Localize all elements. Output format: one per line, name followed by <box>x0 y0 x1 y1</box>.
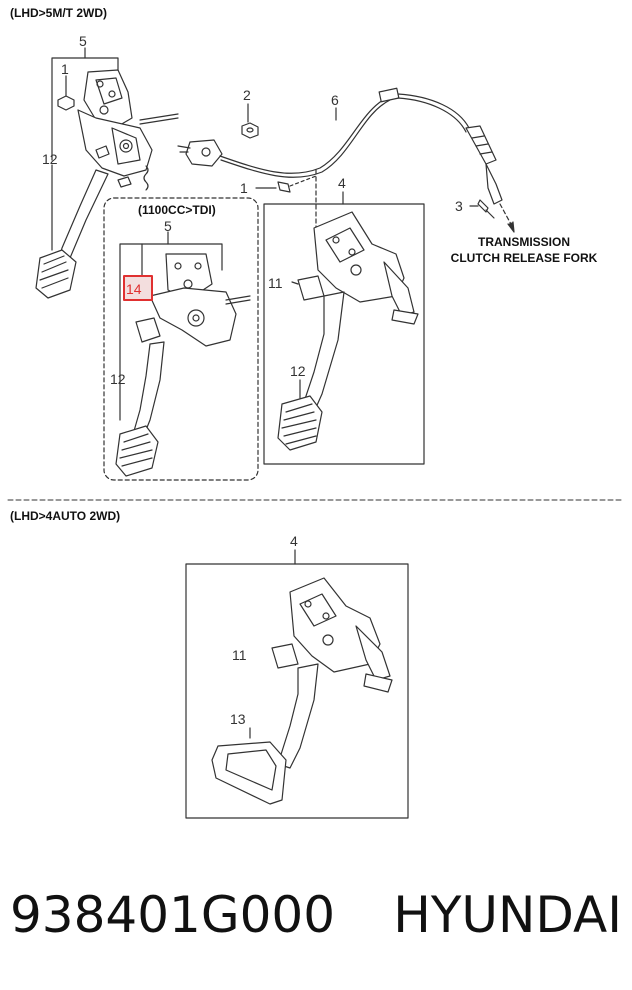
label-bracket-switch: 11 <box>268 275 283 291</box>
label-bracket-bolt: 1 <box>240 180 248 196</box>
label-pedal-assembly: 4 <box>338 175 346 191</box>
inset-box <box>103 197 259 481</box>
label-inset-assembly: 5 <box>164 218 172 234</box>
label-cable: 6 <box>331 92 339 108</box>
transmission-note-line1: TRANSMISSION <box>478 235 570 249</box>
bracket-pedal-box <box>263 203 425 465</box>
manual-bolt[interactable] <box>57 75 75 111</box>
bracket-pedal-assembly[interactable] <box>277 191 419 451</box>
highlight-box <box>123 275 153 301</box>
inset-section-header: (1100CC>TDI) <box>138 203 216 217</box>
label-auto-assembly: 4 <box>290 533 298 549</box>
label-nut: 2 <box>243 87 251 103</box>
label-manual-pedal: 12 <box>42 151 58 167</box>
auto-pedal-box <box>185 563 409 819</box>
label-bracket-pedal: 12 <box>290 363 306 379</box>
label-auto-switch: 11 <box>232 647 247 663</box>
label-pin: 3 <box>455 198 463 214</box>
manual-clutch-pedal-assembly[interactable] <box>35 47 179 299</box>
auto-section-header: (LHD>4AUTO 2WD) <box>10 509 120 523</box>
bracket-bolt[interactable] <box>255 175 317 193</box>
label-manual-assembly: 5 <box>79 33 87 49</box>
label-manual-bolt: 1 <box>61 61 69 77</box>
auto-brake-pedal-assembly[interactable] <box>211 549 393 805</box>
clutch-cable[interactable] <box>177 87 515 233</box>
part-number: 938401G000 <box>10 886 336 944</box>
manual-section-header: (LHD>5M/T 2WD) <box>10 6 107 20</box>
label-inset-highlight[interactable]: 14 <box>126 281 142 297</box>
footer: 938401G000 HYUNDAI <box>10 880 622 950</box>
brand-name: HYUNDAI <box>393 886 622 944</box>
transmission-note-line2: CLUTCH RELEASE FORK <box>451 251 598 265</box>
pin[interactable] <box>469 199 495 219</box>
inset-pedal-assembly[interactable] <box>115 231 251 477</box>
nut[interactable] <box>241 103 259 139</box>
label-inset-pedal: 12 <box>110 371 126 387</box>
label-auto-pedal: 13 <box>230 711 246 727</box>
